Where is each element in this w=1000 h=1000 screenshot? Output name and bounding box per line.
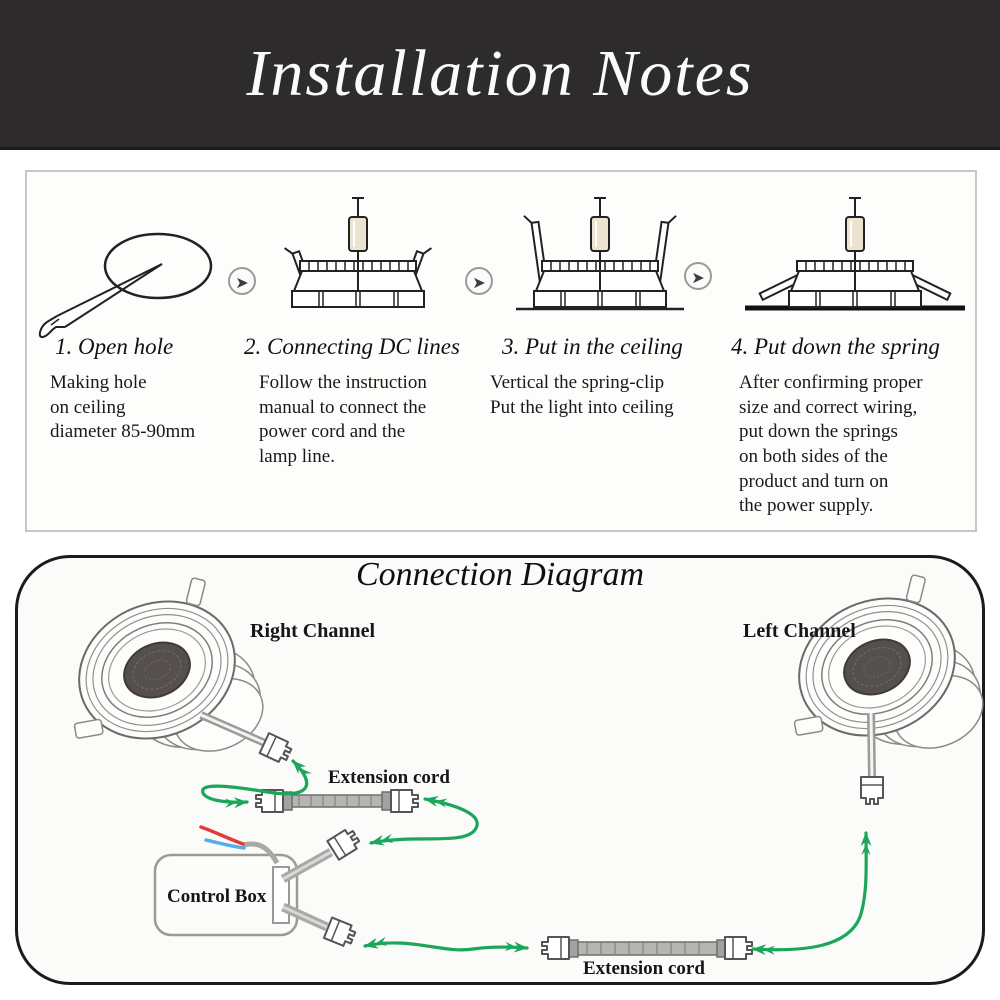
- step1-label: 1. Open hole: [55, 334, 174, 359]
- connection-diagram-title: Connection Diagram: [355, 556, 645, 593]
- step3-label: 3. Put in the ceiling: [502, 334, 683, 359]
- arrow-extension-top-to-controlbox: [369, 796, 479, 846]
- step1-description: Making hole on ceiling diameter 85-90mm: [50, 372, 196, 443]
- arrow-extension-bottom-to-lamp: [751, 831, 872, 956]
- power-wire-red: [199, 825, 245, 846]
- control-box: [153, 825, 363, 950]
- page-title: Installation Notes: [246, 36, 754, 110]
- right-channel-lamp: [35, 569, 295, 804]
- step3-put-in-ceiling-illustration: [516, 197, 684, 311]
- extension-cord-bottom: [541, 936, 753, 960]
- step4-put-down-spring-illustration: [745, 197, 965, 311]
- arrow-lamp-to-extension-top: [201, 759, 312, 809]
- title-banner: Installation Notes: [0, 0, 1000, 150]
- step3-description: Vertical the spring-clip Put the light i…: [490, 372, 674, 418]
- control-box-label: Control Box: [167, 886, 267, 907]
- connection-arrows: [201, 759, 872, 956]
- left-channel-lamp: [755, 566, 985, 805]
- extension-cord-top-label: Extension cord: [328, 767, 450, 788]
- extension-cord-bottom-label: Extension cord: [583, 958, 705, 979]
- step1-open-hole-illustration: [38, 232, 213, 338]
- connection-diagram-drawing: Right Channel Left Channel Extension cor…: [35, 566, 985, 979]
- step-arrow-right-icon: ➤: [228, 267, 256, 295]
- power-wire-blue: [204, 838, 246, 850]
- left-channel-label: Left Channel: [743, 620, 856, 642]
- step2-connect-dc-illustration: [284, 197, 432, 308]
- right-channel-label: Right Channel: [250, 620, 375, 642]
- step4-description: After confirming proper size and correct…: [739, 372, 923, 517]
- step2-label: 2. Connecting DC lines: [244, 334, 460, 359]
- step2-description: Follow the instruction manual to connect…: [259, 372, 427, 468]
- arrow-controlbox-to-extension-bottom: [363, 936, 529, 953]
- step4-label: 4. Put down the spring: [731, 334, 940, 359]
- step-arrow-right-icon: ➤: [465, 267, 493, 295]
- installation-steps-panel: [25, 170, 977, 532]
- step-arrow-right-icon: ➤: [684, 262, 712, 290]
